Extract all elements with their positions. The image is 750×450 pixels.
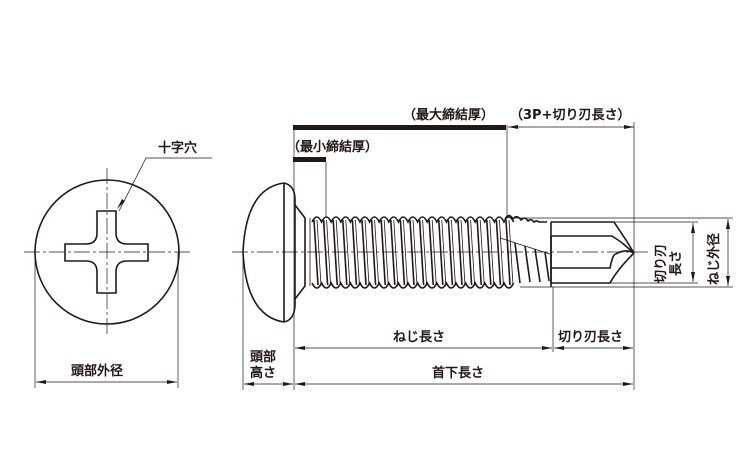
thread-root [403, 219, 408, 286]
thread-crest-top [311, 216, 515, 224]
thread-root [393, 219, 399, 286]
thread-flank [332, 219, 338, 286]
thread-outer-dia-label: ねじ外径 [706, 233, 722, 285]
thread-flank [466, 219, 473, 286]
thread-root [431, 219, 437, 286]
thread-flank [457, 219, 463, 286]
thread-flank [380, 219, 386, 286]
drill-flute-lower [551, 250, 635, 269]
drill-tip [499, 214, 635, 287]
side-view: （最大締結厚） （3P+切り刃長さ） （最小締結厚） 切り刃 長さ ねじ外径 ね… [232, 107, 733, 390]
tapered-thread-lower [514, 242, 550, 284]
thread-root [489, 219, 495, 286]
thread-flank [486, 219, 492, 286]
thread-flank [390, 219, 396, 286]
thread-root [460, 219, 466, 286]
thread-flank [476, 219, 482, 286]
min-fastening-bar [293, 157, 326, 162]
head-height-label-2: 高さ [250, 365, 276, 381]
thread-body [311, 216, 515, 289]
thread-root [479, 219, 485, 286]
thread-root [335, 219, 341, 286]
leader-arrow-icon [117, 199, 125, 209]
thread-flank [409, 219, 415, 286]
cross-recess-icon [64, 210, 149, 294]
head-height-label-1: 頭部 [250, 349, 276, 365]
thread-root [316, 219, 322, 286]
thread-flank [342, 219, 348, 286]
thread-root [422, 219, 427, 286]
thread-flank [505, 219, 511, 286]
thread-root [499, 219, 504, 286]
thread-root [355, 219, 360, 286]
cutting-edge-dia-label-2: 長さ [669, 250, 684, 276]
thread-flank [313, 219, 319, 286]
thread-flank [361, 219, 367, 286]
thread-flank [428, 219, 434, 286]
thread-flank [418, 219, 425, 286]
cutting-edge-length-label: 切り刃長さ [558, 330, 623, 345]
thread-root [470, 219, 475, 286]
max-fastening-label: （最大締結厚） [403, 107, 494, 123]
thread-flank [322, 219, 329, 286]
thread-flank [495, 219, 502, 286]
thread-length-label: ねじ長さ [393, 330, 445, 345]
thread-root [441, 219, 447, 286]
thread-root [326, 219, 331, 286]
front-view-head: 十字穴 頭部外径 [24, 140, 212, 388]
cross-recess-leader [118, 157, 212, 212]
thread-root [412, 219, 418, 286]
thread-flank [438, 219, 444, 286]
thread-flank [370, 219, 377, 286]
thread-root [345, 219, 351, 286]
thread-crest-bottom [311, 281, 515, 289]
thread-root [451, 219, 456, 286]
thread-root [374, 219, 379, 286]
neck [294, 204, 306, 300]
thread-flank [351, 219, 358, 286]
thread-root [508, 219, 514, 286]
cross-recess-label: 十字穴 [158, 140, 197, 156]
thread-root [383, 219, 389, 286]
thread-root [364, 219, 370, 286]
max-fastening-bar [293, 125, 506, 130]
cutting-edge-dia-label-1: 切り刃 [654, 244, 669, 283]
length-under-head-label: 首下長さ [432, 365, 484, 381]
pan-head-outline [242, 182, 285, 323]
thread-flank [447, 219, 454, 286]
drill-tip-length-note: （3P+切り刃長さ） [510, 107, 630, 123]
head-rim [283, 182, 296, 323]
drill-flute-top [551, 221, 635, 254]
thread-flank [399, 219, 406, 286]
min-fastening-label: （最小締結厚） [287, 139, 378, 155]
head-diameter-label: 頭部外径 [71, 363, 123, 379]
